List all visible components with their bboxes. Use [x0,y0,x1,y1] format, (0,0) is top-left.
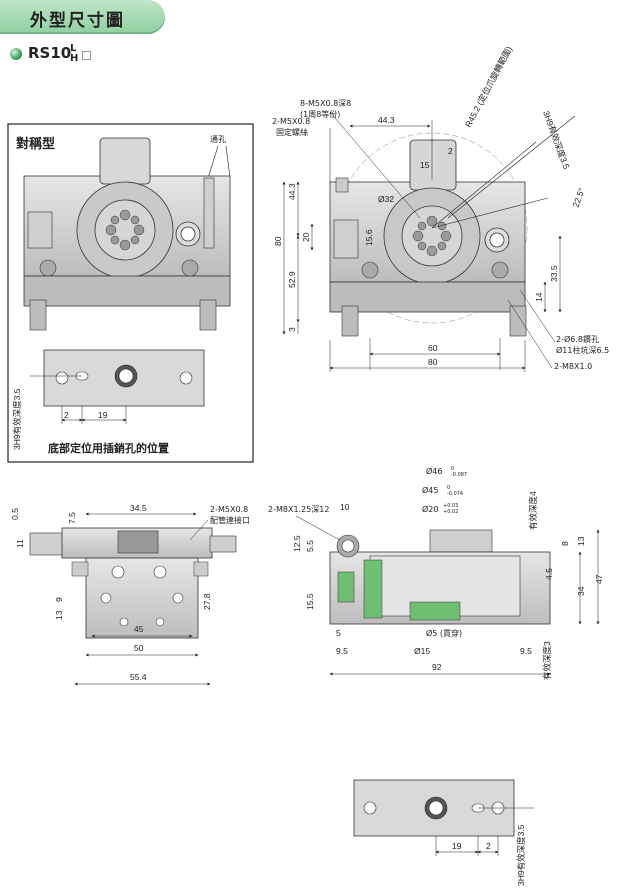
callout-radius: R45.2 (定位爪旋轉範圍) [463,44,514,128]
model-suffix: L H [70,44,78,64]
callout-phi45-tol: -0.074 [447,491,463,497]
bottom-dim-h9: 3H9有效深度3.5 [516,824,526,886]
model-name: RS10 [28,44,72,62]
callout-phi20-tol-up: +0.03 [443,503,458,509]
bottom-view: 19 2 3H9有效深度3.5 [353,779,534,886]
page-title: 外型尺寸圖 [30,11,125,31]
model-suffix-top: L [70,43,77,54]
header-tab: 外型尺寸圖 [0,0,165,34]
callout-depth3: 有效深度3 [542,641,552,680]
symmetric-body [23,137,231,331]
callout-pin-hole: 3H9有效深度3.5 [541,109,571,170]
front-dim-60: 60 [428,343,438,353]
section-dim-phi15: Ø15 [414,646,430,656]
side-dim-27-8: 27.8 [202,593,212,610]
front-view: 44.3 8-M5X0.8深8 (1周8等份) 2-M5X0.8 固定螺絲 R4… [272,44,609,372]
callout-phi20-tol-dn: +0.02 [443,509,458,515]
section-dim-10: 10 [340,502,350,512]
callout-side-tap: 2-M5X0.8 [210,505,248,514]
section-dim-9-5-a: 9.5 [336,646,348,656]
side-dim-34-5: 34.5 [130,503,147,513]
symmetric-type-panel: 對稱型 通孔 [7,123,254,463]
bottom-dim-2: 2 [486,841,491,851]
callout-phi45: Ø45 [422,485,438,495]
callout-side-pipe: 配管連接口 [210,515,250,525]
side-dim-7-5: 7.5 [67,512,77,524]
section-dim-47: 47 [594,574,604,584]
symmetric-title: 對稱型 [16,136,55,152]
side-dim-45: 45 [134,624,144,634]
section-dim-34: 34 [576,586,586,596]
side-dim-13: 13 [54,610,64,620]
section-view: 2-M8X1.25深12 Ø46 0 -0.087 Ø45 0 -0.074 Ø… [268,466,604,680]
section-dim-9-5-b: 9.5 [520,646,532,656]
section-dim-8: 8 [560,541,570,546]
front-dim-52-9: 52.9 [287,271,297,288]
side-dim-50: 50 [134,643,144,653]
front-dim-20: 20 [301,232,311,242]
callout-m8: 2-M8X1.0 [554,362,592,371]
sym-dim-h9: 3H9有效深度3.5 [12,388,22,450]
section-dim-13: 13 [576,536,586,546]
front-dim-44-3-top: 44.3 [378,115,395,125]
callout-fix-screw: 固定螺絲 [276,127,308,137]
callout-angle: 22.5° [570,187,586,209]
side-dim-0-5: 0.5 [10,508,20,520]
callout-c-bore-2: Ø11柱坑深6.5 [556,345,609,355]
callout-depth4: 有效深度4 [528,491,538,530]
front-dim-14: 14 [534,292,544,302]
front-dim-2: 2 [448,146,453,156]
front-dim-15: 15 [420,160,430,170]
side-view: 0.5 11 7.5 34.5 2-M5X0.8 配管連接口 9 13 27.8… [10,503,250,686]
model-checkbox-icon [82,51,91,60]
vent-label: 通孔 [210,134,226,144]
callout-phi20: Ø20 [422,504,438,514]
section-dim-5: 5 [336,628,341,638]
bullet-icon [10,48,22,60]
front-dim-phi32: Ø32 [378,194,394,204]
callout-phi46-tol: -0.087 [451,472,467,478]
callout-tap-2: 2-M5X0.8 [272,117,310,126]
callout-phi45-tol0: 0 [447,485,450,491]
front-dim-80: 80 [428,357,438,367]
side-dim-55-4: 55.4 [130,672,147,682]
section-dim-15-5: 15.5 [305,593,315,610]
symmetric-caption: 底部定位用插銷孔的位置 [48,441,169,455]
section-dim-92: 92 [432,662,442,672]
bottom-dim-19: 19 [452,841,462,851]
section-dim-5-5: 5.5 [305,540,315,552]
callout-m8-section: 2-M8X1.25深12 [268,505,329,514]
side-dim-11: 11 [15,539,25,548]
sym-dim-2: 2 [64,410,69,420]
sym-dim-19: 19 [98,410,108,420]
callout-phi46: Ø46 [426,466,442,476]
symmetric-bottom-plate: 2 19 3H9有效深度3.5 [12,349,205,450]
front-dim-33-5: 33.5 [549,265,559,282]
front-dim-80-v: 80 [273,236,283,246]
front-dim-3: 3 [287,327,297,332]
callout-phi5: Ø5 (貫穿) [426,628,462,638]
callout-phi46-tol0: 0 [451,466,454,472]
section-dim-4-5: 4.5 [544,568,554,580]
side-dim-9: 9 [54,597,64,602]
callout-c-bore-1: 2-Ø6.8鑽孔 [556,334,599,344]
front-dim-44-3-v: 44.3 [287,183,297,200]
section-dim-12-5: 12.5 [292,535,302,552]
callout-tap-8-note: (1周8等份) [300,109,340,119]
model-suffix-bottom: H [70,53,79,64]
callout-tap-8: 8-M5X0.8深8 [300,99,351,108]
front-dim-15-6: 15.6 [364,229,374,246]
